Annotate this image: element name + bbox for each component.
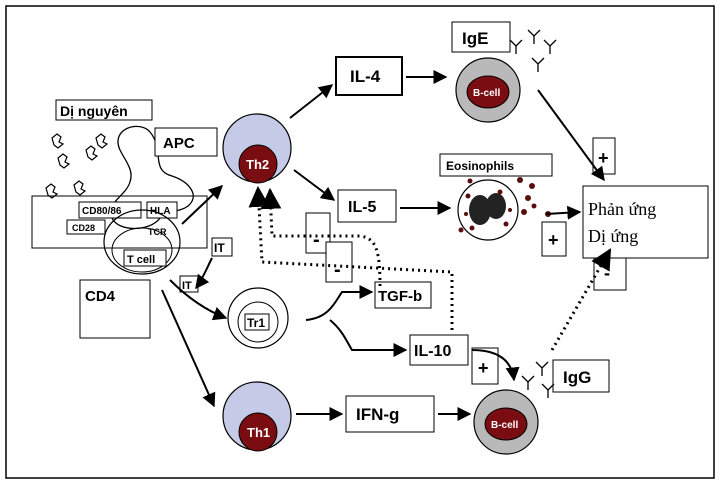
synapse-box bbox=[31, 195, 208, 249]
il10-label: IL-10 bbox=[414, 343, 451, 360]
t-cell-inner bbox=[111, 227, 173, 273]
bcell-bottom-nucleus bbox=[484, 407, 528, 441]
cd4-label: CD4 bbox=[85, 288, 116, 305]
tcr-label: TCR bbox=[148, 227, 167, 237]
arrow-cd4-to-th1 bbox=[161, 289, 216, 408]
antigen-particles bbox=[45, 133, 109, 199]
inhibitory-arrows bbox=[248, 185, 612, 351]
arrow-bcell-to-allergy bbox=[537, 89, 605, 182]
allergy-box bbox=[582, 185, 709, 259]
minus-box-left2 bbox=[325, 241, 353, 283]
antigen-box bbox=[55, 99, 153, 121]
plus-box-mid bbox=[541, 221, 567, 257]
allergy-line2: Dị ứng bbox=[588, 226, 638, 246]
tgfb-label: TGF-b bbox=[378, 288, 422, 305]
ifng-box bbox=[345, 395, 435, 433]
allergy-line1: Phản ứng bbox=[588, 199, 656, 219]
minus-label-left1: - bbox=[313, 229, 320, 251]
cd28-label: CD28 bbox=[72, 223, 95, 233]
th2-label: Th2 bbox=[246, 157, 269, 172]
th1-nucleus bbox=[238, 412, 278, 452]
th1-label: Th1 bbox=[247, 425, 270, 440]
arrow-tcell-to-th2 bbox=[181, 185, 224, 225]
plus-label-top: + bbox=[598, 148, 609, 168]
il4-box bbox=[335, 56, 403, 96]
it-box-top bbox=[211, 237, 233, 257]
arrow-eos-to-allergy bbox=[545, 205, 582, 220]
eosinophil-granules bbox=[458, 177, 551, 233]
minus-label-right: - bbox=[604, 263, 610, 283]
ige-box bbox=[451, 21, 511, 53]
t-cell-label: T cell bbox=[127, 254, 155, 266]
outer-frame bbox=[5, 5, 715, 479]
dotted-tgfb-to-th2 bbox=[260, 187, 382, 287]
plus-label-mid: + bbox=[548, 230, 559, 250]
arrow-tr1-to-tgfb bbox=[305, 285, 374, 321]
ige-antibodies bbox=[509, 29, 557, 72]
il5-box bbox=[337, 189, 397, 223]
eosinophil-nucleus-left bbox=[469, 195, 491, 225]
th2-nucleus bbox=[238, 144, 278, 184]
t-cell-outer bbox=[103, 209, 181, 275]
antigen-label: Dị nguyên bbox=[60, 103, 128, 119]
cd4-box bbox=[79, 279, 151, 339]
minus-box-right bbox=[593, 257, 627, 291]
tr1-box bbox=[244, 313, 270, 331]
eosinophil-nucleus-right bbox=[486, 193, 506, 219]
it-label-top: IT bbox=[214, 241, 225, 255]
cd80-label: CD80/86 bbox=[82, 206, 122, 217]
igg-box bbox=[552, 359, 610, 393]
il5-label: IL-5 bbox=[348, 199, 377, 216]
bcell-top-label: B-cell bbox=[473, 88, 500, 99]
igg-antibodies bbox=[521, 361, 555, 398]
tgfb-box bbox=[374, 281, 432, 309]
pathway-arrows bbox=[161, 70, 605, 421]
il10-box bbox=[409, 334, 469, 366]
tr1-label: Tr1 bbox=[247, 316, 265, 330]
apc-label: APC bbox=[163, 135, 195, 152]
it-label-bottom: IT bbox=[182, 280, 192, 292]
bcell-top-nucleus bbox=[466, 75, 510, 109]
dotted-igg-to-allergy bbox=[550, 248, 612, 351]
plus-label-igg: + bbox=[478, 358, 489, 378]
bcell-bottom-label: B-cell bbox=[491, 420, 518, 431]
arrow-th2-to-il5 bbox=[293, 169, 336, 201]
arrow-th2-to-il4 bbox=[289, 84, 334, 119]
t-cell-box bbox=[123, 249, 167, 267]
arrow-tr1-to-il10 bbox=[329, 319, 408, 357]
cd28-box bbox=[66, 219, 106, 235]
arrow-it-down bbox=[195, 257, 213, 290]
apc-box bbox=[154, 127, 218, 157]
eosinophils-label: Eosinophils bbox=[446, 159, 514, 173]
hla-label: HLA bbox=[150, 206, 171, 217]
igg-label: IgG bbox=[563, 368, 591, 387]
ifng-label: IFN-g bbox=[356, 405, 399, 424]
il4-label: IL-4 bbox=[350, 67, 381, 86]
arrow-to-tr1 bbox=[169, 279, 228, 321]
ige-label: IgE bbox=[462, 29, 488, 48]
minus-label-left2: - bbox=[334, 259, 341, 281]
eosinophils-box bbox=[439, 153, 553, 177]
arrow-il10-to-igg bbox=[471, 349, 520, 382]
